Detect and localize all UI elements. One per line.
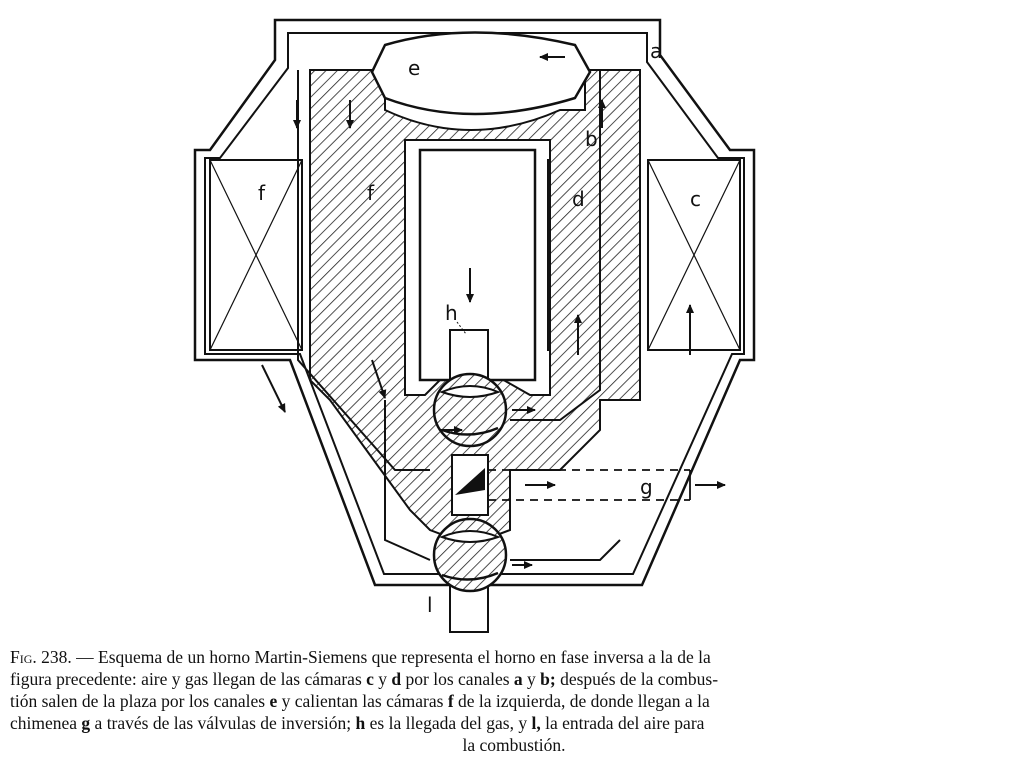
left-flue	[297, 70, 430, 471]
caption-line-1: Fig. 238. — Esquema de un horno Martin-S…	[10, 646, 1018, 668]
arrow-left-diag-1-icon	[261, 364, 286, 413]
label-f-left: f	[258, 181, 266, 205]
bottom-flue	[384, 400, 621, 561]
fig-prefix: Fig.	[10, 647, 37, 667]
label-a: a	[650, 39, 662, 63]
caption-text-1: — Esquema de un horno Martin-Siemens que…	[76, 647, 711, 667]
caption-line-5: la combustión.	[462, 735, 566, 755]
label-b: b	[585, 127, 598, 151]
upper-reversing-valve	[432, 372, 508, 448]
furnace-diagram: a b c d e f f g h l	[193, 18, 756, 633]
outer-wall-outer-line	[193, 18, 756, 587]
right-flue	[510, 70, 601, 421]
label-f-right: f	[367, 181, 375, 205]
fig-number: 238.	[41, 647, 72, 667]
combustion-chamber	[370, 31, 592, 116]
caption-line-3: tión salen de la plaza por los canales e…	[10, 691, 710, 711]
label-l: l	[427, 593, 433, 617]
label-c: c	[690, 187, 701, 211]
lower-reversing-valve	[432, 517, 508, 593]
arrow-left-diag-2-icon	[371, 359, 387, 399]
caption-line-2: figura precedente: aire y gas llegan de …	[10, 669, 719, 689]
label-h: h	[445, 301, 458, 325]
label-h-leader	[456, 321, 467, 335]
damper-wedge-icon	[455, 468, 485, 495]
chamber-f-left	[209, 159, 303, 351]
chamber-c	[647, 159, 741, 351]
label-d: d	[572, 187, 585, 211]
label-g: g	[640, 475, 653, 499]
caption-line-4: chimenea g a través de las válvulas de i…	[10, 713, 705, 733]
label-e: e	[408, 56, 420, 80]
figure-caption: Fig. 238. — Esquema de un horno Martin-S…	[10, 646, 1018, 756]
outer-wall-inner-line	[204, 32, 745, 575]
